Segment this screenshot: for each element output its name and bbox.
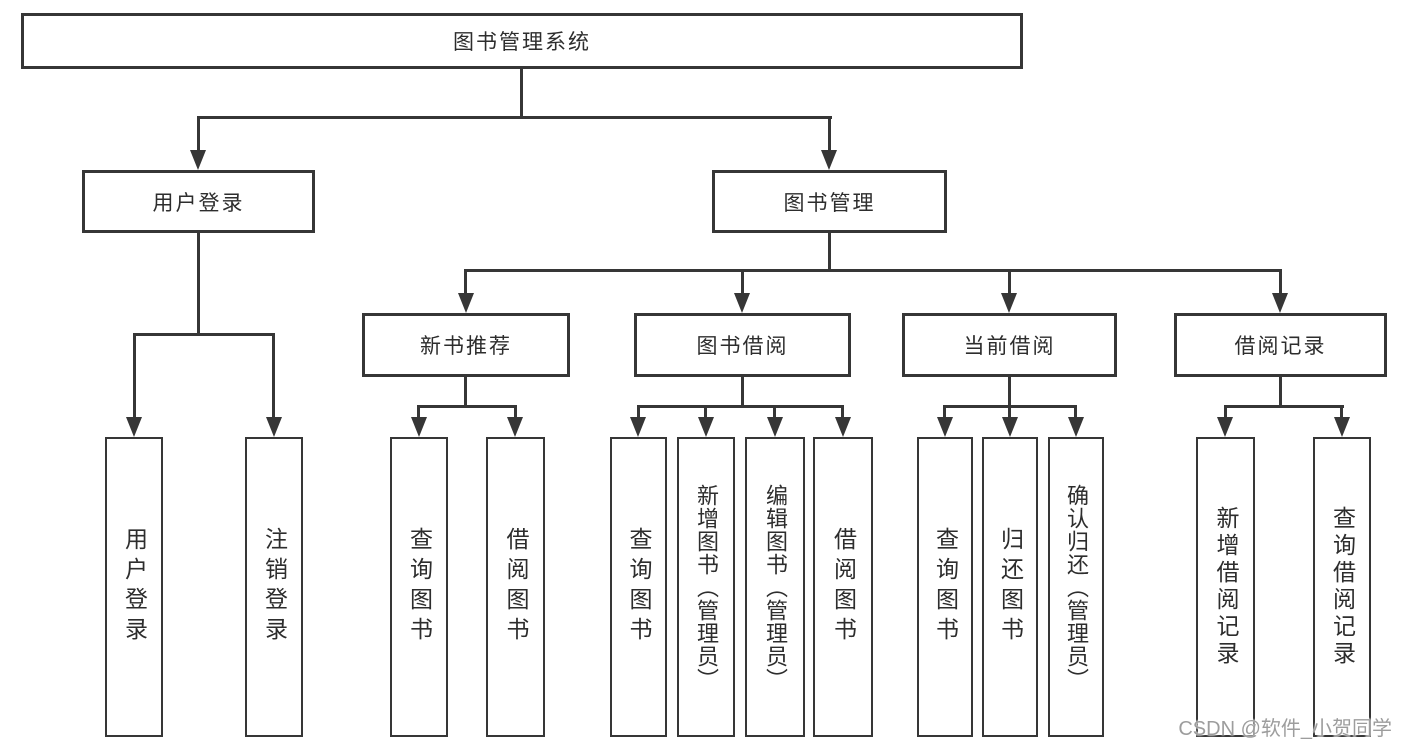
leaf-user-login: 用户登录 [105, 437, 163, 737]
connector-line [841, 405, 844, 419]
arrowhead-down [126, 417, 142, 437]
arrowhead-down [835, 417, 851, 437]
node-user-login-label: 用户登录 [152, 191, 245, 215]
arrowhead-down [266, 417, 282, 437]
connector-line [741, 269, 744, 295]
leaf-add-books-admin-label: 新增图书（管理员） [694, 483, 719, 691]
node-current-borrowing: 当前借阅 [902, 313, 1117, 377]
leaf-edit-books-admin-label: 编辑图书（管理员） [763, 483, 788, 691]
connector-line [943, 405, 946, 419]
connector-line [828, 233, 831, 272]
node-root: 图书管理系统 [21, 13, 1023, 69]
leaf-query-books-borrowing: 查询图书 [610, 437, 667, 737]
connector-line [637, 405, 640, 419]
leaf-borrow-books-borrowing: 借阅图书 [813, 437, 873, 737]
arrowhead-down [1002, 417, 1018, 437]
leaf-confirm-return-admin: 确认归还（管理员） [1048, 437, 1104, 737]
connector-line [197, 116, 200, 152]
leaf-query-books-recommend-label: 查询图书 [406, 527, 433, 647]
connector-line [1074, 405, 1077, 419]
connector-line [133, 333, 136, 419]
connector-line [1224, 405, 1227, 419]
node-borrowing-records-label: 借阅记录 [1234, 335, 1327, 358]
connector-line [1008, 377, 1011, 408]
node-root-label: 图书管理系统 [453, 31, 591, 54]
node-book-management: 图书管理 [712, 170, 947, 233]
connector-line [1279, 269, 1282, 295]
connector-line [417, 405, 420, 419]
leaf-user-login-label: 用户登录 [121, 527, 148, 647]
connector-line [1340, 405, 1343, 419]
arrowhead-down [821, 150, 837, 170]
node-book-management-label: 图书管理 [783, 191, 876, 215]
arrowhead-down [1272, 293, 1288, 313]
arrowhead-down [937, 417, 953, 437]
connector-line [1008, 405, 1011, 419]
csdn-watermark: CSDN @软件_小贺同学 [1178, 718, 1392, 740]
leaf-borrow-books-recommend: 借阅图书 [486, 437, 545, 737]
connector-line [465, 269, 1282, 272]
leaf-borrow-books-recommend-label: 借阅图书 [503, 527, 529, 647]
arrowhead-down [507, 417, 523, 437]
leaf-return-books: 归还图书 [982, 437, 1038, 737]
leaf-logout-label: 注销登录 [261, 527, 288, 647]
leaf-query-borrow-record-label: 查询借阅记录 [1329, 506, 1356, 668]
leaf-query-books-current-label: 查询图书 [932, 527, 959, 647]
leaf-query-books-current: 查询图书 [917, 437, 973, 737]
connector-line [704, 405, 707, 419]
connector-line [741, 377, 744, 408]
leaf-return-books-label: 归还图书 [997, 527, 1024, 647]
connector-line [773, 405, 776, 419]
connector-line [464, 377, 467, 408]
connector-line [1279, 377, 1282, 408]
leaf-add-borrow-record-label: 新增借阅记录 [1213, 506, 1239, 668]
leaf-query-books-borrowing-label: 查询图书 [626, 527, 652, 647]
connector-line [272, 333, 275, 419]
leaf-query-borrow-record: 查询借阅记录 [1313, 437, 1371, 737]
connector-line [197, 233, 200, 336]
arrowhead-down [630, 417, 646, 437]
node-new-book-recommendation-label: 新书推荐 [420, 335, 512, 358]
connector-line [828, 116, 831, 152]
arrowhead-down [767, 417, 783, 437]
node-borrowing-records: 借阅记录 [1174, 313, 1387, 377]
leaf-edit-books-admin: 编辑图书（管理员） [745, 437, 805, 737]
connector-line [197, 116, 832, 119]
arrowhead-down [1217, 417, 1233, 437]
arrowhead-down [1001, 293, 1017, 313]
connector-line [133, 333, 275, 336]
node-book-borrowing-label: 图书借阅 [696, 335, 789, 358]
leaf-add-borrow-record: 新增借阅记录 [1196, 437, 1255, 737]
leaf-confirm-return-admin-label: 确认归还（管理员） [1064, 483, 1089, 691]
leaf-logout: 注销登录 [245, 437, 303, 737]
connector-line [637, 405, 844, 408]
arrowhead-down [1068, 417, 1084, 437]
node-new-book-recommendation: 新书推荐 [362, 313, 570, 377]
leaf-add-books-admin: 新增图书（管理员） [677, 437, 735, 737]
connector-line [1008, 269, 1011, 295]
arrowhead-down [734, 293, 750, 313]
arrowhead-down [190, 150, 206, 170]
connector-line [418, 405, 516, 408]
leaf-borrow-books-borrowing-label: 借阅图书 [830, 527, 857, 647]
arrowhead-down [411, 417, 427, 437]
connector-line [464, 269, 467, 295]
connector-line [514, 405, 517, 419]
node-current-borrowing-label: 当前借阅 [963, 335, 1056, 358]
arrowhead-down [1334, 417, 1350, 437]
connector-line [1224, 405, 1344, 408]
arrowhead-down [458, 293, 474, 313]
arrowhead-down [698, 417, 714, 437]
node-book-borrowing: 图书借阅 [634, 313, 851, 377]
leaf-query-books-recommend: 查询图书 [390, 437, 448, 737]
node-user-login: 用户登录 [82, 170, 315, 233]
connector-line [520, 69, 523, 119]
